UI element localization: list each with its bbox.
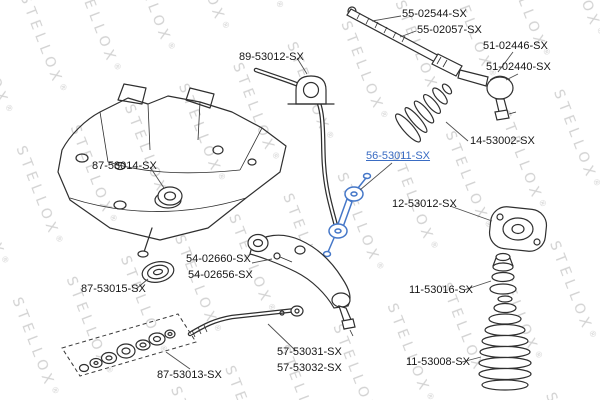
- part-label-56-53011-sx-highlighted[interactable]: 56-53011-SX: [366, 150, 431, 162]
- inner-tie-rod-drawing: [346, 6, 463, 77]
- steering-boot-drawing: [395, 83, 453, 143]
- part-label-51-02440-sx[interactable]: 51-02440-SX: [486, 61, 551, 73]
- part-label-87-53013-sx[interactable]: 87-53013-SX: [157, 369, 222, 381]
- stabilizer-bushing-drawing: [287, 75, 335, 105]
- part-label-14-53002-sx[interactable]: 14-53002-SX: [470, 135, 535, 147]
- part-label-11-53008-sx[interactable]: 11-53008-SX: [406, 356, 471, 368]
- seal-washer-drawing: [141, 261, 175, 283]
- bump-stop-drawing: [489, 252, 517, 295]
- part-label-57-53031-sx[interactable]: 57-53031-SX: [277, 346, 342, 358]
- strut-rod-drawing: [187, 305, 304, 338]
- part-label-57-53032-sx[interactable]: 57-53032-SX: [277, 362, 342, 374]
- part-label-54-02660-sx[interactable]: 54-02660-SX: [186, 253, 251, 265]
- part-label-55-02544-sx[interactable]: 55-02544-SX: [402, 8, 467, 20]
- stabilizer-link-drawing: [322, 172, 372, 258]
- tie-rod-end-drawing: [457, 69, 517, 121]
- leader-lines: [135, 15, 519, 370]
- part-label-89-53012-sx[interactable]: 89-53012-SX: [239, 51, 304, 63]
- part-label-87-53015-sx[interactable]: 87-53015-SX: [81, 283, 146, 295]
- part-label-12-53012-sx[interactable]: 12-53012-SX: [392, 198, 457, 210]
- subframe-mount-drawing: [137, 186, 183, 258]
- strut-mount-drawing: [488, 206, 548, 252]
- part-label-11-53016-sx[interactable]: 11-53016-SX: [409, 284, 474, 296]
- part-label-55-02057-sx[interactable]: 55-02057-SX: [417, 24, 482, 36]
- bushing-kit-drawing: [61, 313, 197, 377]
- part-label-54-02656-sx[interactable]: 54-02656-SX: [188, 269, 253, 281]
- control-arm-drawing: [247, 233, 356, 337]
- part-label-51-02446-sx[interactable]: 51-02446-SX: [483, 40, 548, 52]
- shock-boot-drawing: [478, 295, 532, 391]
- stabilizer-bar-drawing: [253, 67, 341, 237]
- part-label-87-53014-sx[interactable]: 87-53014-SX: [92, 160, 157, 172]
